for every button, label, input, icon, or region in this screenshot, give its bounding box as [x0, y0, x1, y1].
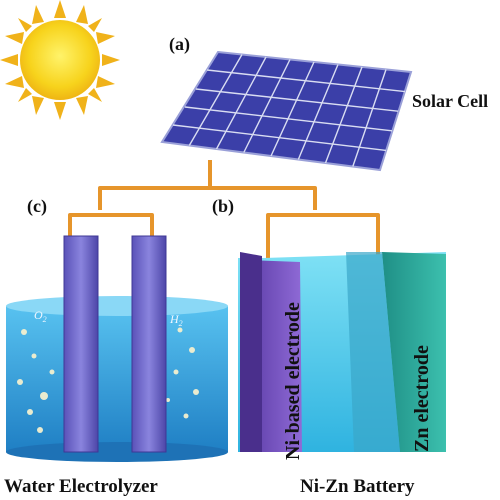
- o2-label: O2: [34, 308, 47, 324]
- sun-icon: [0, 0, 120, 120]
- battery-cell: Ni-based electrode Zn electrode: [238, 252, 446, 460]
- electrode-left: [63, 235, 99, 453]
- zn-electrode-label: Zn electrode: [411, 345, 433, 452]
- panel-a-label: (a): [169, 34, 190, 55]
- solar-cell-label: Solar Cell: [412, 91, 488, 111]
- water-tank: O2 H2: [6, 235, 228, 462]
- wires: [68, 160, 380, 262]
- panel-b-label: (b): [212, 196, 234, 217]
- gas-bubbles: [17, 327, 199, 433]
- panel-c-label: (c): [27, 196, 47, 217]
- solar-panel: [160, 50, 413, 172]
- h2-label: H2: [169, 312, 183, 328]
- water-electrolyzer-label: Water Electrolyzer: [4, 476, 158, 497]
- battery-label: Ni-Zn Battery: [300, 476, 415, 497]
- zn-electrode: [382, 252, 446, 452]
- ni-electrode-label: Ni-based electrode: [282, 302, 304, 460]
- electrode-right: [131, 235, 167, 453]
